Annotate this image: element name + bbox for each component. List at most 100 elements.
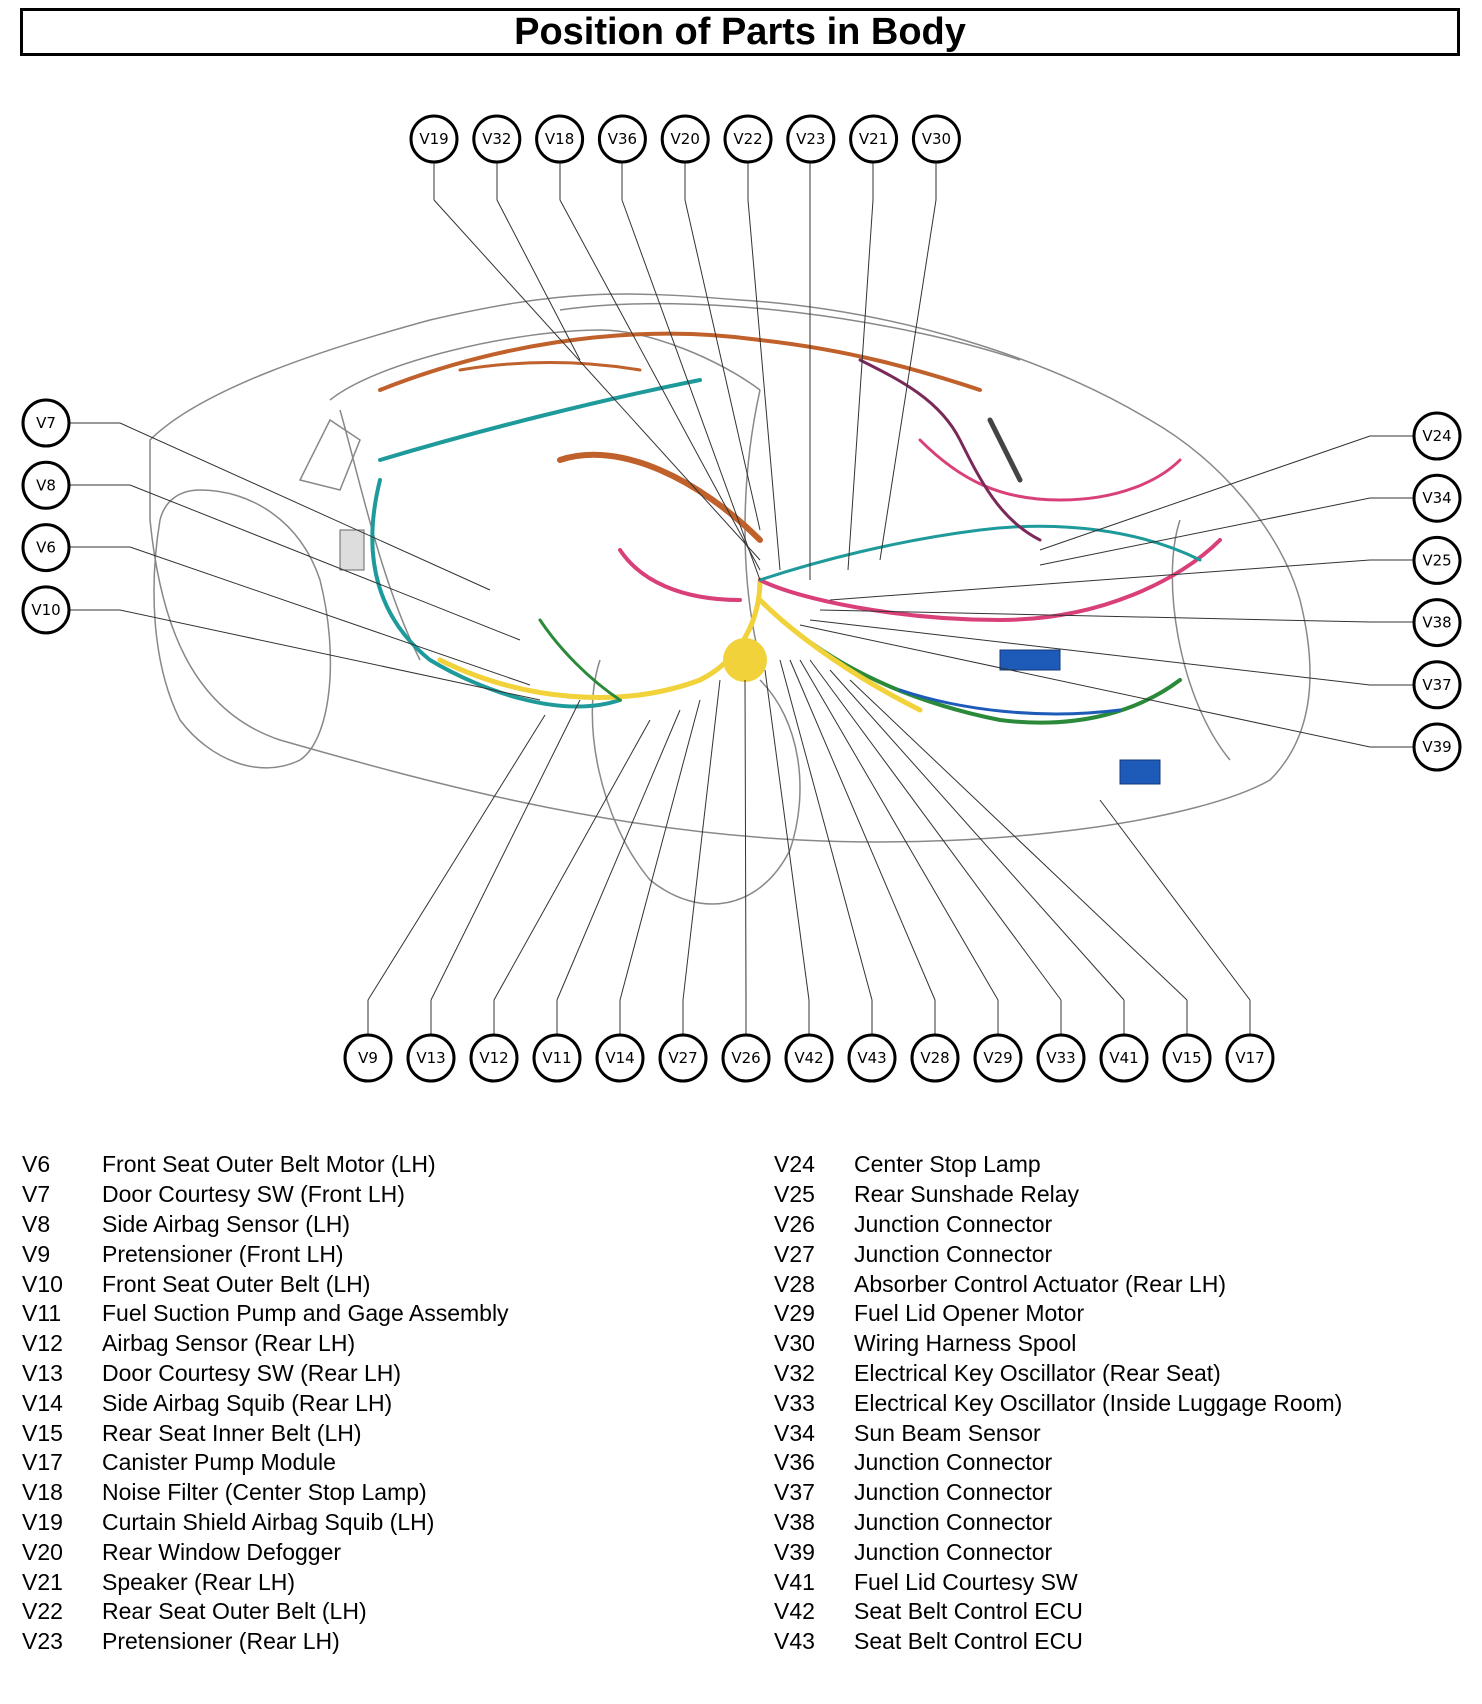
callout-label: V39 xyxy=(1422,738,1451,756)
legend-part-name: Pretensioner (Rear LH) xyxy=(102,1628,340,1655)
callout-v10: V10 xyxy=(21,585,71,635)
callout-v12: V12 xyxy=(469,1033,519,1083)
callout-label: V7 xyxy=(36,414,56,432)
callout-label: V10 xyxy=(31,601,60,619)
callout-label: V20 xyxy=(671,130,700,148)
legend-code: V13 xyxy=(22,1359,63,1386)
callout-label: V15 xyxy=(1172,1049,1201,1067)
legend-code: V20 xyxy=(22,1538,63,1565)
callout-label: V22 xyxy=(733,130,762,148)
callout-label: V14 xyxy=(605,1049,634,1067)
callout-label: V23 xyxy=(796,130,825,148)
callout-circle xyxy=(1412,660,1462,710)
legend-code: V19 xyxy=(22,1508,63,1535)
callout-label: V21 xyxy=(859,130,888,148)
callout-circle xyxy=(784,1033,834,1083)
callout-label: V42 xyxy=(794,1049,823,1067)
callout-circle xyxy=(409,114,459,164)
legend-code: V27 xyxy=(774,1240,815,1267)
legend-part-name: Door Courtesy SW (Front LH) xyxy=(102,1181,405,1208)
legend-code: V14 xyxy=(22,1389,63,1416)
callout-label: V9 xyxy=(358,1049,378,1067)
callout-v18: V18 xyxy=(535,114,585,164)
callout-label: V17 xyxy=(1235,1049,1264,1067)
leader-lines xyxy=(68,162,1414,1035)
wiring-harness xyxy=(339,331,1222,785)
callout-v21: V21 xyxy=(849,114,899,164)
callout-v8: V8 xyxy=(21,460,71,510)
legend-row: V27 Junction Connector xyxy=(774,1239,1342,1269)
legend-code: V43 xyxy=(774,1628,815,1655)
legend-part-name: Canister Pump Module xyxy=(102,1449,336,1476)
legend-code: V28 xyxy=(774,1270,815,1297)
legend-part-name: Fuel Lid Opener Motor xyxy=(854,1300,1085,1327)
callout-circle xyxy=(532,1033,582,1083)
legend-part-name: Absorber Control Actuator (Rear LH) xyxy=(854,1270,1226,1297)
legend-part-name: Rear Seat Inner Belt (LH) xyxy=(102,1419,362,1446)
callout-v30: V30 xyxy=(911,114,961,164)
callout-v41: V41 xyxy=(1099,1033,1149,1083)
callout-circle xyxy=(1225,1033,1275,1083)
callout-circle xyxy=(847,1033,897,1083)
callout-circle xyxy=(910,1033,960,1083)
legend-row: V14 Side Airbag Squib (Rear LH) xyxy=(22,1388,509,1418)
callout-label: V27 xyxy=(668,1049,697,1067)
legend-code: V33 xyxy=(774,1389,815,1416)
callout-v29: V29 xyxy=(973,1033,1023,1083)
legend-code: V17 xyxy=(22,1449,63,1476)
legend-part-name: Junction Connector xyxy=(854,1240,1053,1267)
callout-circle xyxy=(535,114,585,164)
legend-part-name: Seat Belt Control ECU xyxy=(854,1628,1083,1655)
legend-code: V38 xyxy=(774,1508,815,1535)
legend-part-name: Junction Connector xyxy=(854,1449,1053,1476)
legend-part-name: Side Airbag Squib (Rear LH) xyxy=(102,1389,393,1416)
legend-code: V42 xyxy=(774,1598,815,1625)
callout-v15: V15 xyxy=(1162,1033,1212,1083)
callout-circle xyxy=(911,114,961,164)
legend-code: V10 xyxy=(22,1270,63,1297)
callout-label: V37 xyxy=(1422,676,1451,694)
title-box: Position of Parts in Body xyxy=(20,8,1460,56)
callout-label: V34 xyxy=(1422,489,1451,507)
callout-circle xyxy=(21,523,71,573)
legend-part-name: Wiring Harness Spool xyxy=(854,1330,1077,1357)
legend-part-name: Junction Connector xyxy=(854,1210,1053,1237)
callout-v6: V6 xyxy=(21,523,71,573)
callout-v14: V14 xyxy=(595,1033,645,1083)
legend-code: V12 xyxy=(22,1330,63,1357)
callout-v37: V37 xyxy=(1412,660,1462,710)
callout-v28: V28 xyxy=(910,1033,960,1083)
callout-circle xyxy=(1412,535,1462,585)
legend-part-name: Door Courtesy SW (Rear LH) xyxy=(102,1359,402,1386)
legend-row: V17 Canister Pump Module xyxy=(22,1448,509,1478)
legend-part-name: Center Stop Lamp xyxy=(854,1151,1041,1178)
legend-code: V34 xyxy=(774,1419,815,1446)
legend-code: V21 xyxy=(22,1568,63,1595)
callout-circle xyxy=(723,114,773,164)
callout-circle xyxy=(472,114,522,164)
callout-circle xyxy=(21,398,71,448)
